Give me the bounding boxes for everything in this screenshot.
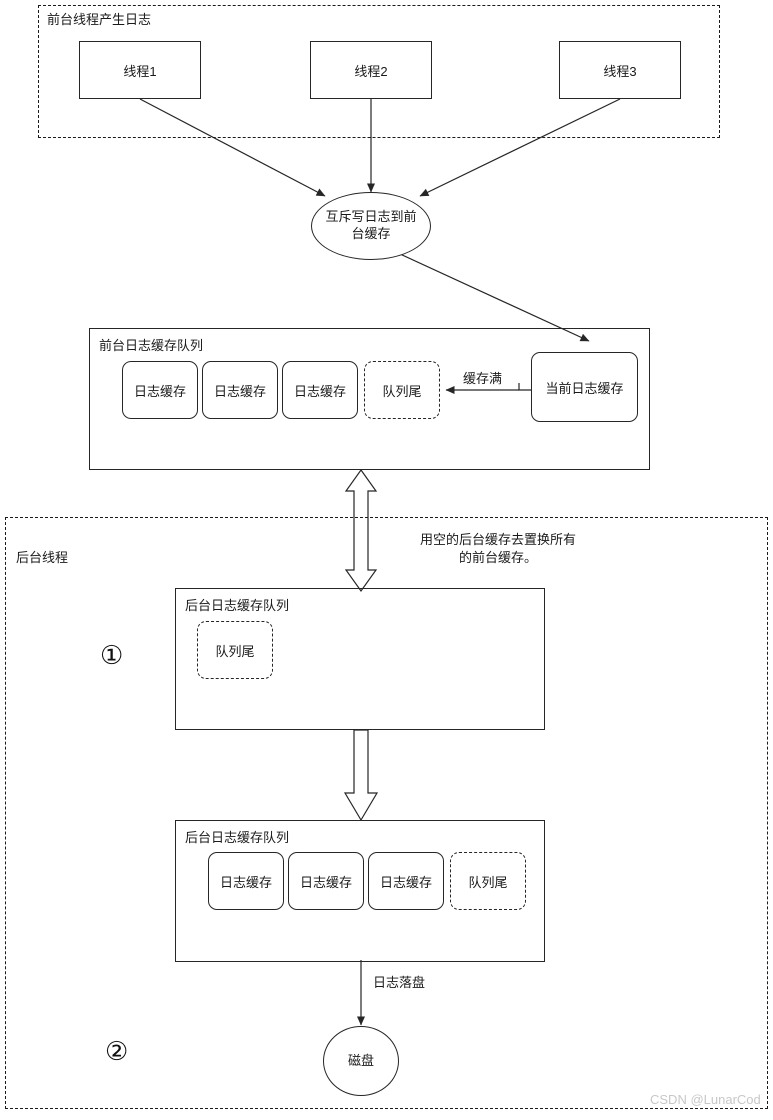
background-log-queue-1-title: 后台日志缓存队列: [185, 598, 290, 613]
step-marker-1: ①: [100, 640, 124, 670]
cache-full-label: 缓存满: [463, 371, 503, 386]
background-queue-2-cell-1[interactable]: 日志缓存: [208, 852, 284, 910]
watermark: CSDN @LunarCod: [650, 1092, 761, 1107]
front-queue-cell-3[interactable]: 日志缓存: [282, 361, 358, 419]
background-log-queue-1-box: [175, 588, 545, 730]
background-queue-1-tail-cell[interactable]: 队列尾: [197, 621, 273, 679]
background-log-queue-2-box: [175, 820, 545, 962]
background-thread-group-title: 后台线程: [16, 550, 69, 565]
front-queue-tail-cell[interactable]: 队列尾: [364, 361, 440, 419]
thread-box-2[interactable]: 线程2: [310, 41, 432, 99]
background-queue-2-cell-3[interactable]: 日志缓存: [368, 852, 444, 910]
front-log-queue-box: [89, 328, 650, 470]
background-queue-2-cell-2[interactable]: 日志缓存: [288, 852, 364, 910]
front-thread-group: [38, 5, 720, 138]
background-log-queue-2-title: 后台日志缓存队列: [185, 830, 290, 845]
mutex-write-ellipse[interactable]: 互斥写日志到前台缓存: [311, 192, 431, 260]
background-queue-2-tail-cell[interactable]: 队列尾: [450, 852, 526, 910]
disk-label: 磁盘: [347, 1052, 374, 1068]
mutex-write-label: 互斥写日志到前台缓存: [325, 209, 417, 241]
front-log-queue-title: 前台日志缓存队列: [99, 338, 204, 353]
front-thread-group-title: 前台线程产生日志: [47, 12, 152, 27]
thread-box-3[interactable]: 线程3: [559, 41, 681, 99]
front-queue-cell-2[interactable]: 日志缓存: [202, 361, 278, 419]
step-marker-2: ②: [105, 1036, 129, 1066]
background-thread-group: [5, 517, 768, 1109]
current-log-buffer-box[interactable]: 当前日志缓存: [531, 352, 638, 422]
swap-note: 用空的后台缓存去置换所有 的前台缓存。: [419, 532, 576, 565]
front-queue-cell-1[interactable]: 日志缓存: [122, 361, 198, 419]
thread-box-1[interactable]: 线程1: [79, 41, 201, 99]
disk-ellipse[interactable]: 磁盘: [323, 1026, 399, 1096]
flush-to-disk-label: 日志落盘: [373, 975, 426, 990]
